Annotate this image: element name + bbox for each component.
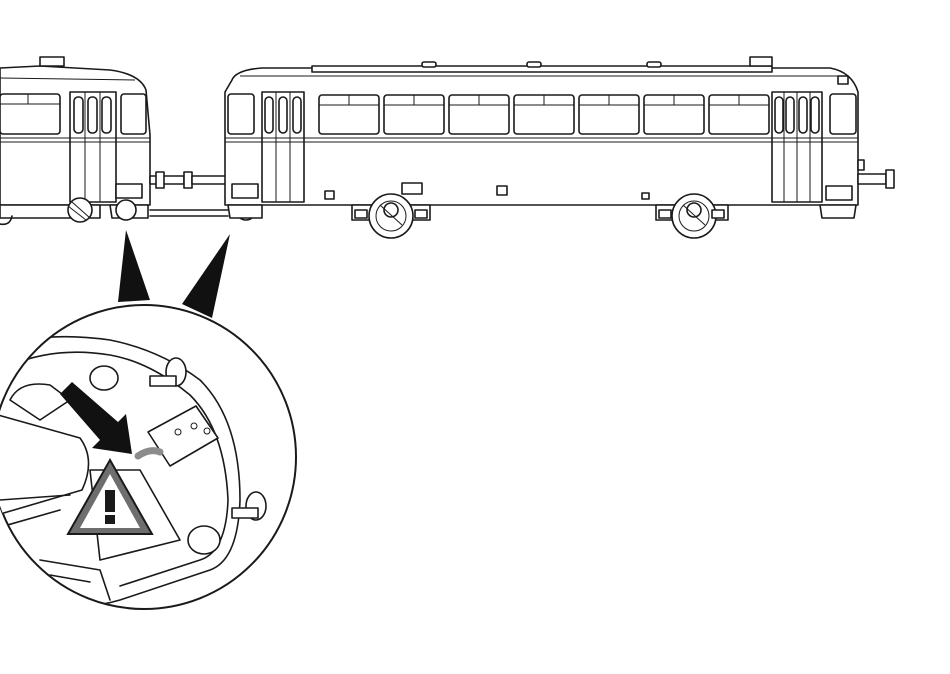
- left-railcar: [0, 57, 150, 224]
- detail-magnifier: [0, 305, 296, 609]
- main-railcar: [225, 57, 894, 238]
- passenger-windows: [319, 95, 769, 134]
